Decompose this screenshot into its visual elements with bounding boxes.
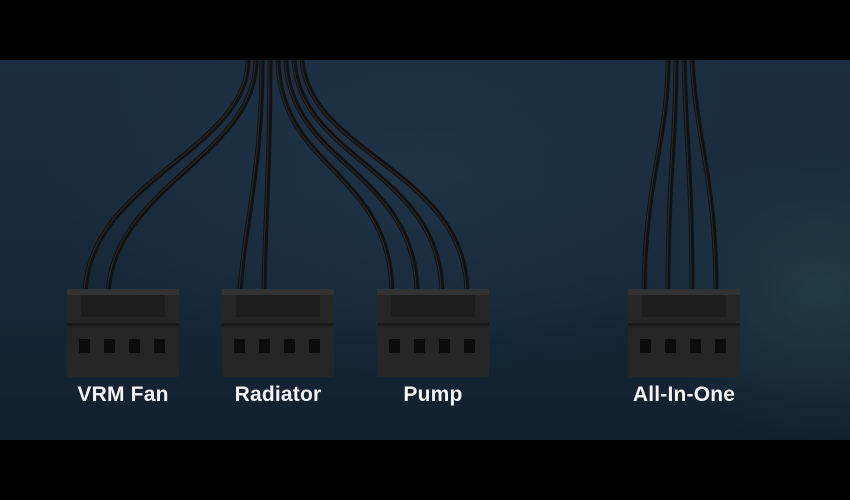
pump-cable	[275, 60, 395, 295]
cable-bundle	[82, 60, 719, 295]
all-in-one-cable	[681, 60, 695, 295]
all-in-one-label: All-In-One	[632, 383, 736, 406]
all-in-one-cable	[641, 60, 671, 295]
radiator-cable	[261, 60, 273, 295]
vrm-fan-label: VRM Fan	[77, 383, 169, 406]
radiator-cable	[237, 60, 265, 295]
pump-cable	[283, 60, 420, 295]
all-in-one-connector-icon	[628, 289, 740, 377]
pump-label: Pump	[403, 383, 463, 406]
product-photo: VRM Fan Radiator Pump All-In-One	[0, 60, 850, 440]
radiator-label: Radiator	[234, 383, 322, 406]
vrm-fan-connector-icon	[67, 289, 179, 377]
vrm-fan-cable	[105, 60, 259, 295]
pump-cable	[291, 60, 445, 295]
pump-cable	[299, 60, 470, 295]
radiator-connector-icon	[222, 289, 334, 377]
all-in-one-cable	[689, 60, 719, 295]
all-in-one-cable	[665, 60, 679, 295]
pump-connector-icon	[377, 289, 489, 377]
vrm-fan-cable	[82, 60, 251, 295]
